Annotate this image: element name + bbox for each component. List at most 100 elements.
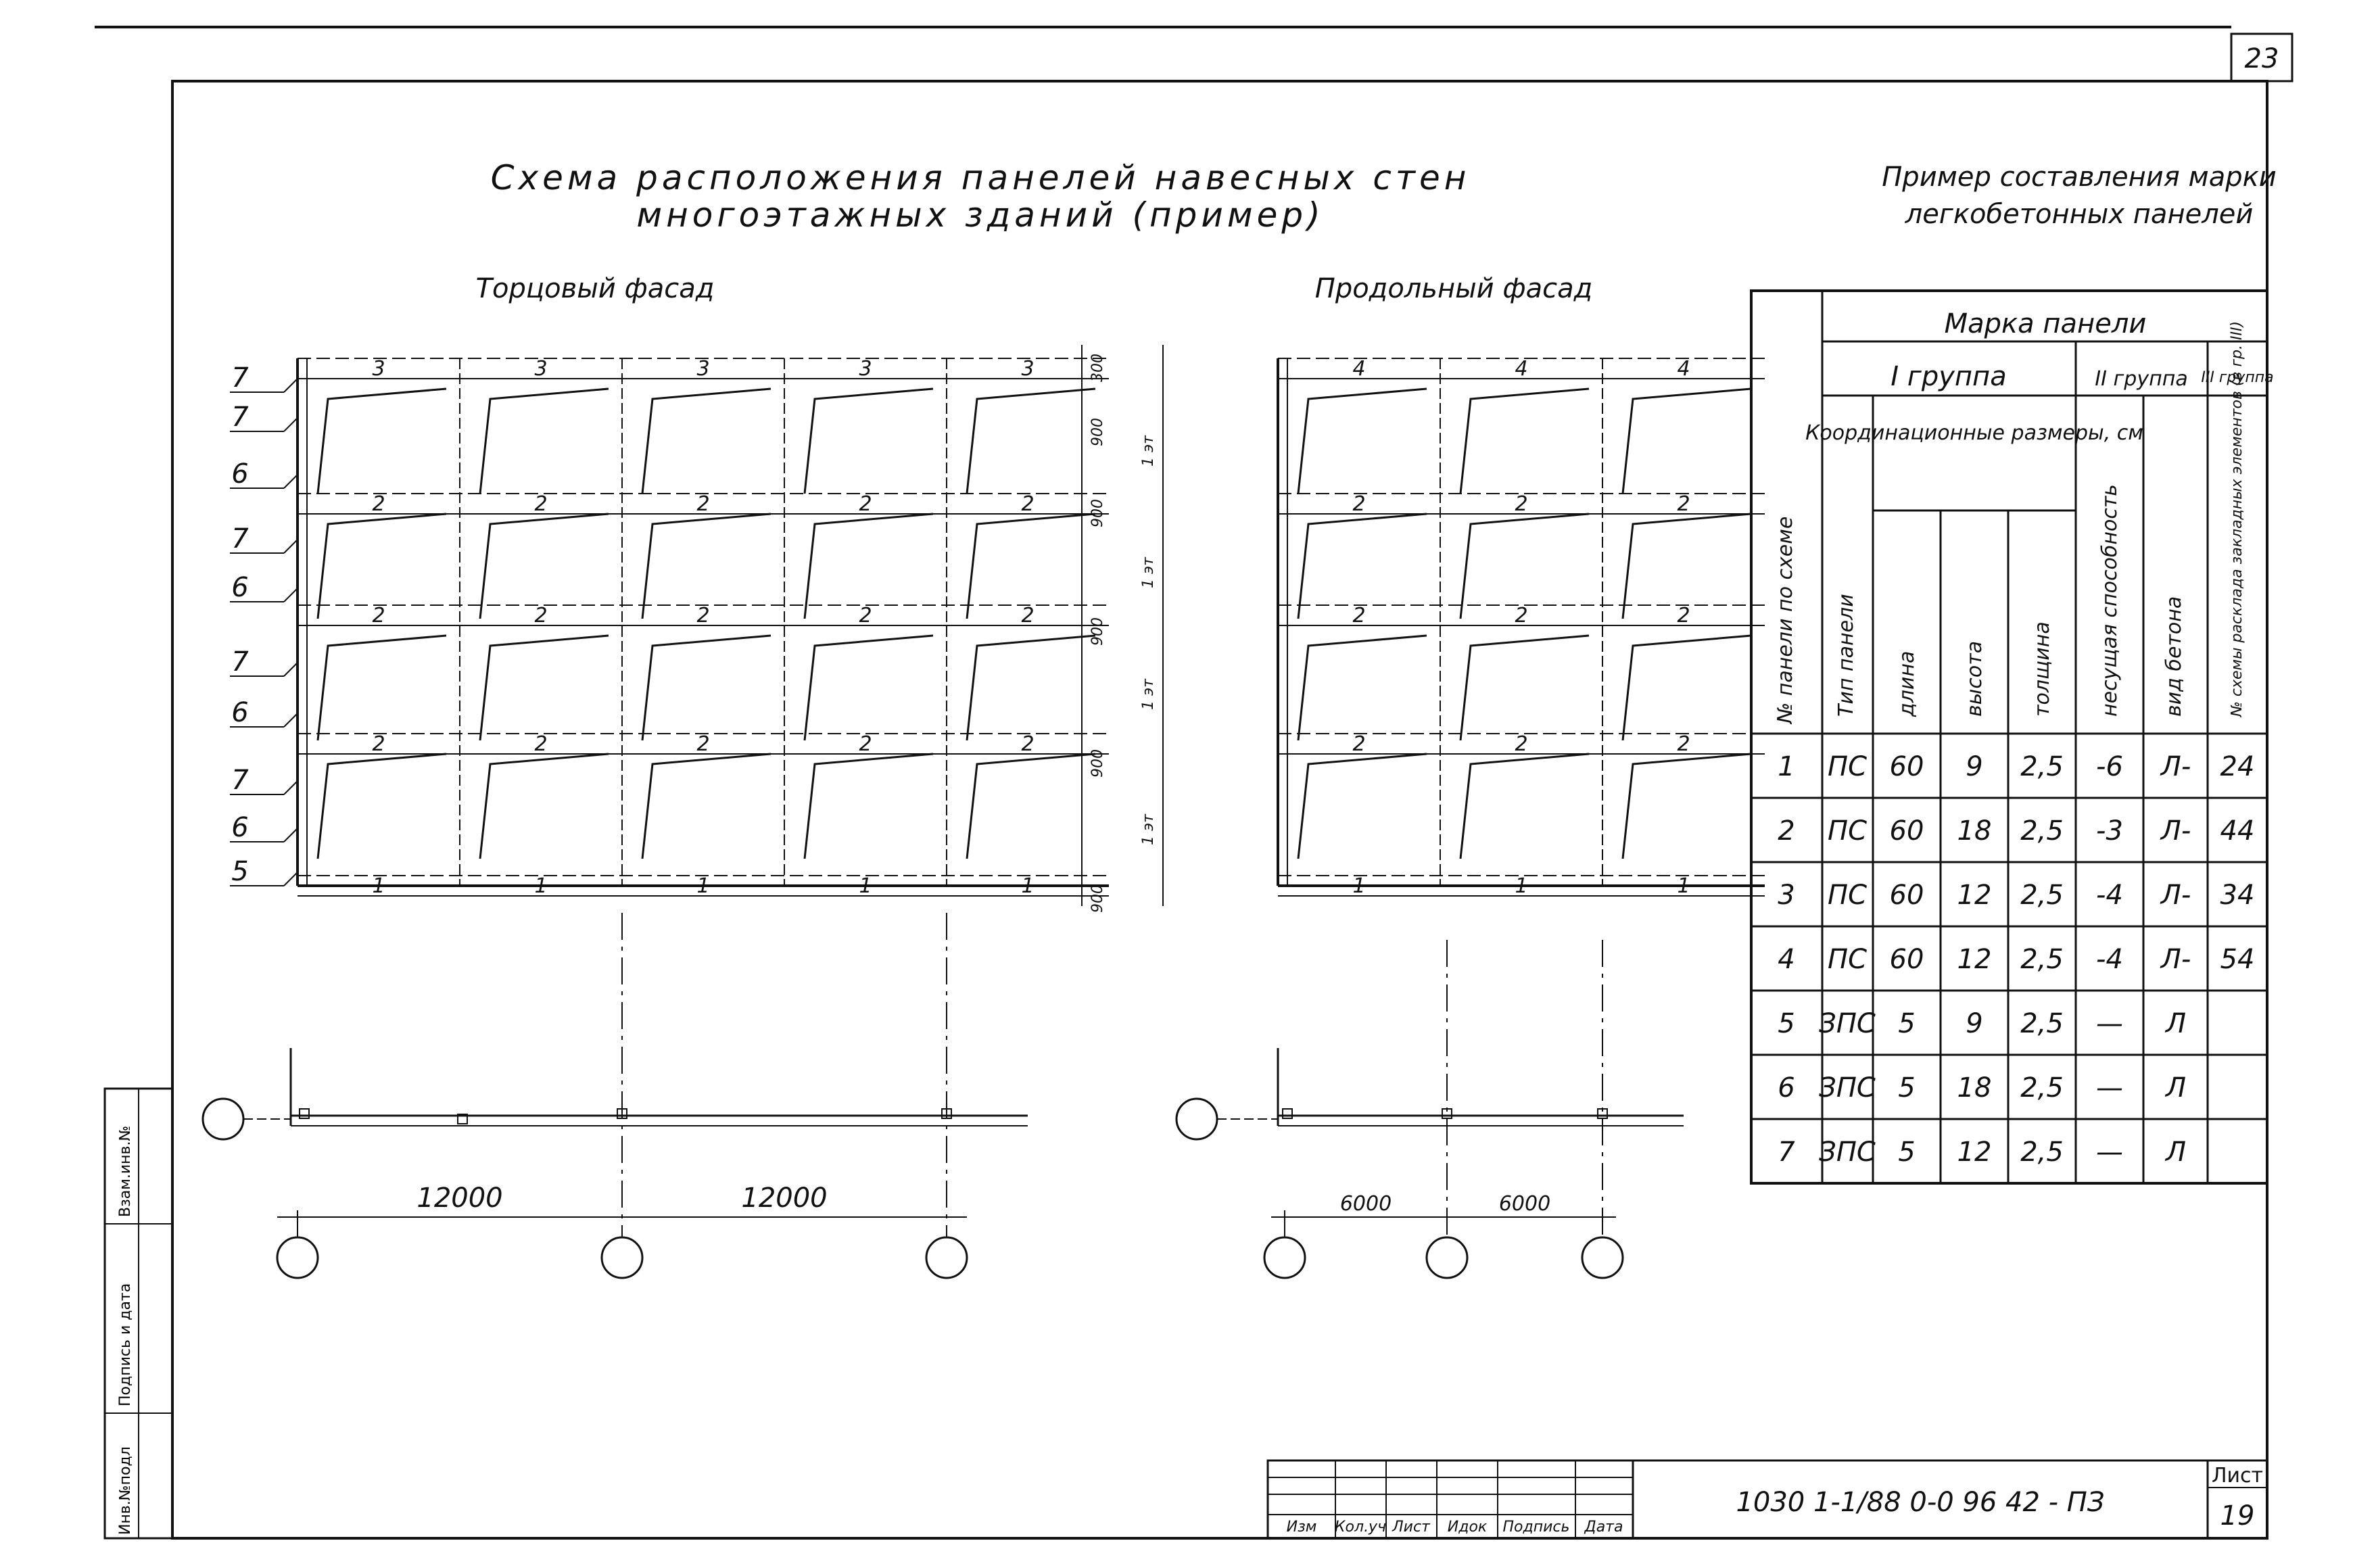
header-embedded-scheme: № схемы расклада закладных элементов (в … <box>2229 321 2245 717</box>
callout-number: 7 <box>231 362 249 394</box>
table-cell-height: 12 <box>1957 880 1992 911</box>
end-facade-window-opening <box>641 387 771 494</box>
page-number-box <box>2230 32 2293 82</box>
title-block-col: Дата <box>1584 1519 1623 1536</box>
dimension-value: 1 эт <box>1140 678 1157 710</box>
callout-leader <box>283 539 298 554</box>
end-facade-panel-mark: 2 <box>1021 492 1034 516</box>
long-facade-window-opening <box>1297 634 1427 741</box>
axis-bubble <box>1425 1236 1469 1279</box>
header-height: высота <box>1963 641 1987 717</box>
end-facade-window-opening <box>803 753 934 859</box>
table-cell-type: ПС <box>1828 944 1867 975</box>
long-facade-panel-mark: 4 <box>1677 357 1690 381</box>
table-cell-scheme: 44 <box>2220 815 2255 847</box>
span-dimension: 6000 <box>1499 1192 1550 1216</box>
title-block-col: Кол.уч <box>1335 1519 1386 1536</box>
end-facade-panel-mark: 2 <box>1021 604 1034 627</box>
plan-right: 6000 6000 <box>1175 940 1684 1279</box>
table-cell-type: ПС <box>1828 880 1867 911</box>
table-cell-concrete: Л <box>2164 1008 2186 1039</box>
callout-number: 5 <box>231 856 248 887</box>
dimension-value: 900 <box>1089 617 1106 646</box>
callout-leader <box>283 662 298 677</box>
long-facade-window-opening <box>1459 513 1590 619</box>
table-cell-type: ЗПС <box>1819 1008 1876 1039</box>
long-facade-window-opening <box>1459 634 1590 741</box>
table-cell-concrete: Л <box>2164 1137 2186 1168</box>
end-facade-window-opening <box>966 387 1096 494</box>
long-facade-window-opening <box>1621 387 1752 494</box>
long-facade-panel-mark: 1 <box>1352 874 1365 898</box>
table-cell-height: 12 <box>1957 944 1992 975</box>
long-facade-panel-mark: 2 <box>1352 604 1365 627</box>
end-facade-panel-mark: 1 <box>372 874 385 898</box>
title-block-col: Подпись <box>1503 1519 1570 1536</box>
end-facade-panel-mark: 1 <box>1021 874 1034 898</box>
table-title-line2: легкобетонных панелей <box>1905 199 2254 230</box>
table-cell-type: ЗПС <box>1819 1137 1876 1168</box>
table-cell-length: 60 <box>1890 751 1924 782</box>
axis-bubble <box>1175 1097 1218 1141</box>
table-cell-concrete: Л- <box>2160 815 2191 847</box>
end-facade-panel-mark: 2 <box>859 732 872 756</box>
header-bearing-capacity: несущая способность <box>2098 484 2122 717</box>
header-group1: I группа <box>1891 361 2006 392</box>
table-cell-bearing: — <box>2096 1072 2123 1103</box>
table-cell-scheme: 54 <box>2220 944 2255 975</box>
table-cell-bearing: -4 <box>2096 944 2123 975</box>
span-dimension: 6000 <box>1340 1192 1392 1216</box>
end-facade-panel-mark: 2 <box>1021 732 1034 756</box>
end-facade-window-opening <box>479 513 609 619</box>
end-facade-window-opening <box>966 513 1096 619</box>
table-cell-bearing: -6 <box>2096 751 2123 782</box>
long-facade-window-opening <box>1621 753 1752 859</box>
table-cell-thickness: 2,5 <box>2020 751 2064 782</box>
end-facade-window-opening <box>966 753 1096 859</box>
header-mark: Марка панели <box>1945 308 2147 339</box>
end-facade-window-opening <box>479 753 609 859</box>
column-mark <box>299 1108 310 1119</box>
end-facade-panel-mark: 2 <box>372 732 385 756</box>
callout-leader <box>283 474 298 489</box>
header-panel-type: Тип панели <box>1834 594 1858 717</box>
table-cell-no: 7 <box>1778 1137 1795 1168</box>
end-facade-panel-mark: 2 <box>372 492 385 516</box>
main-title-line1: Схема расположения панелей навесных стен <box>491 158 1471 197</box>
table-cell-concrete: Л <box>2164 1072 2186 1103</box>
long-facade-panel-mark: 2 <box>1352 492 1365 516</box>
header-thickness: толщина <box>2030 621 2054 717</box>
end-facade-window-opening <box>479 634 609 741</box>
long-facade-panel-mark: 2 <box>1677 732 1690 756</box>
table-cell-thickness: 2,5 <box>2020 1072 2064 1103</box>
end-facade-panel-mark: 2 <box>534 732 547 756</box>
dimension-value: 300 <box>1089 354 1106 382</box>
long-facade-panel-mark: 2 <box>1677 492 1690 516</box>
long-facade-window-opening <box>1297 387 1427 494</box>
stamp-signature-date: Подпись и дата <box>117 1283 134 1406</box>
table-cell-height: 18 <box>1957 1072 1992 1103</box>
axis-bubble <box>600 1236 644 1279</box>
callout-leader <box>283 588 298 602</box>
long-facade-window-opening <box>1297 753 1427 859</box>
table-cell-concrete: Л- <box>2160 944 2191 975</box>
dimension-value: 900 <box>1089 418 1106 446</box>
axis-bubble <box>1581 1236 1624 1279</box>
table-cell-thickness: 2,5 <box>2020 815 2064 847</box>
main-title-line2: многоэтажных зданий (пример) <box>636 195 1324 235</box>
callout-leader <box>283 828 298 842</box>
callout-number: 6 <box>231 812 248 843</box>
long-facade-panel-mark: 4 <box>1352 357 1365 381</box>
table-cell-thickness: 2,5 <box>2020 944 2064 975</box>
table-cell-length: 60 <box>1890 880 1924 911</box>
table-cell-concrete: Л- <box>2160 751 2191 782</box>
end-facade-window-opening <box>803 387 934 494</box>
end-facade-panel-mark: 2 <box>534 604 547 627</box>
long-facade-window-opening <box>1621 634 1752 741</box>
table-cell-bearing: -3 <box>2096 815 2123 847</box>
table-cell-height: 12 <box>1957 1137 1992 1168</box>
table-cell-type: ПС <box>1828 751 1867 782</box>
end-facade-panel-mark: 2 <box>859 604 872 627</box>
end-facade-window-opening <box>803 634 934 741</box>
